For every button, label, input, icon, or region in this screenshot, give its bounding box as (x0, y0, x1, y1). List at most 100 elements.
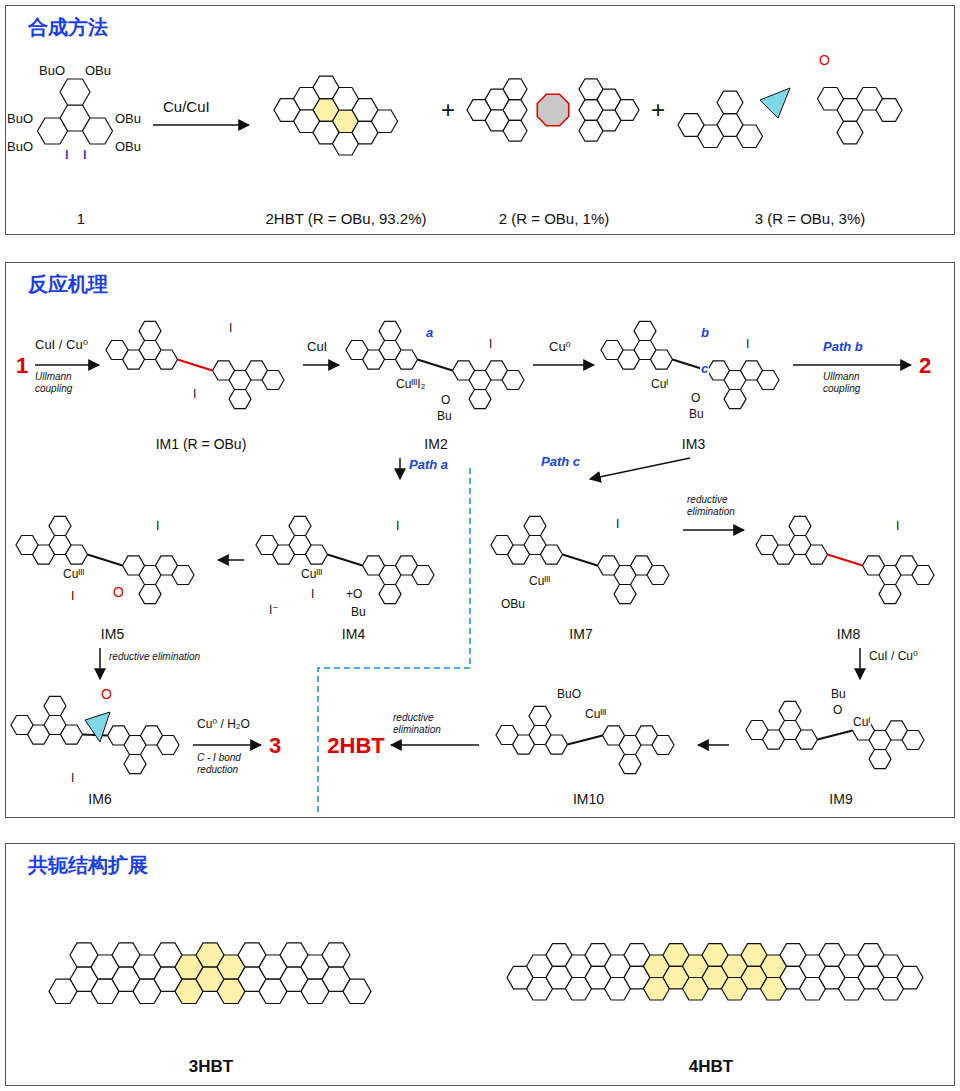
compound-label: IM2 (424, 436, 447, 452)
arrow-label: reductive elimination (108, 651, 201, 663)
atom-label: I (192, 388, 197, 402)
ring (322, 943, 350, 967)
atom-label: BuO (6, 112, 34, 127)
ring (756, 536, 778, 555)
ring (467, 100, 491, 121)
ring (652, 736, 674, 755)
ring (379, 321, 401, 340)
ring (902, 731, 924, 750)
compound-box: 2 (R = OBu, 1%) (459, 46, 649, 231)
spiro-triangle (85, 712, 110, 742)
ring (363, 556, 385, 575)
atom-label: O (832, 704, 843, 718)
ring (647, 566, 669, 585)
reaction-arrow (99, 648, 101, 679)
bond-line (328, 555, 363, 566)
ring (806, 545, 828, 564)
atom-label: + (650, 96, 666, 124)
compound-number: 3 (269, 733, 281, 759)
panel-heading: 合成方法 (28, 14, 108, 41)
compound-number: 2 (919, 353, 931, 379)
bond-line (88, 555, 123, 566)
section-panel: 反应机理1IM1 (R = OBu)IM2IM32IM4IM5IM63IM7IM… (5, 262, 955, 818)
ring (44, 696, 66, 715)
ring (601, 341, 623, 360)
compound-label: IM8 (837, 626, 860, 642)
atom-label: I (155, 520, 160, 534)
bond-line (418, 360, 453, 371)
atom-label: I⁻ (268, 604, 280, 618)
compound-number: 1 (16, 353, 28, 379)
compound-number: 1 (11, 351, 33, 381)
atom-label: O (818, 52, 831, 68)
compound-label: IM9 (829, 791, 852, 807)
ring (879, 585, 901, 604)
ring (156, 350, 178, 369)
reaction-arrow (303, 364, 339, 366)
compound-label: IM3 (682, 436, 705, 452)
compound-box: IM7 (481, 481, 681, 646)
ring (779, 701, 801, 720)
ring (139, 321, 161, 340)
ring (262, 371, 284, 390)
atom-label: Cuᴵ (650, 378, 669, 392)
atom-label: + (440, 96, 456, 124)
ring (49, 979, 77, 1003)
atom-label: I (228, 322, 233, 336)
atom-label: +O (345, 588, 363, 602)
atom-label: BuO (6, 140, 34, 155)
ring (469, 390, 491, 409)
reaction-arrow (698, 744, 729, 746)
section-panel: 合成方法12HBT (R = OBu, 93.2%)2 (R = OBu, 1%… (5, 5, 955, 235)
molecule-group (11, 76, 934, 1003)
arrow-label: CuI (306, 340, 328, 355)
ring (757, 371, 779, 390)
octagon-ring (537, 94, 568, 125)
atom-label: I (488, 338, 493, 352)
compound-number: 2 (913, 351, 937, 381)
compound-box: 3HBT (21, 881, 401, 1081)
atom-label: I (70, 772, 75, 786)
ring (651, 350, 673, 369)
compound-label: 3 (R = OBu, 3%) (755, 210, 865, 227)
atom-label: BuO (556, 688, 582, 702)
ring (139, 585, 161, 604)
ring (724, 390, 746, 409)
reaction-arrow (793, 364, 911, 366)
ring (546, 735, 568, 754)
atom-label: OBu (114, 140, 142, 155)
ring (746, 721, 768, 740)
ring (333, 88, 359, 111)
ring (274, 99, 300, 122)
ring (507, 966, 533, 989)
ring (83, 118, 113, 144)
arrow-label: reductive elimination (392, 712, 478, 735)
ring (708, 361, 730, 380)
arrow-label: CuI / Cu⁰ (868, 650, 919, 664)
reaction-arrow (533, 364, 594, 366)
ring (837, 121, 863, 144)
ring (524, 516, 546, 535)
ring (66, 545, 88, 564)
compound-box: 1 (11, 46, 151, 231)
reaction-arrow (218, 559, 244, 561)
compound-label: IM4 (342, 626, 365, 642)
compound-box: 3 (R = OBu, 3%) (669, 46, 951, 231)
ring (172, 566, 194, 585)
compound-box: IM1 (R = OBu) (101, 296, 301, 456)
arrow-label: Path a (408, 458, 449, 473)
ring (16, 536, 38, 555)
compound-box: 4HBT (471, 881, 951, 1081)
ring (634, 321, 656, 340)
ring (379, 585, 401, 604)
ring (157, 736, 179, 755)
ring (491, 536, 513, 555)
bond-line (568, 736, 603, 745)
atom-label: Cuᴵᴵᴵ (584, 708, 607, 722)
compound-box: IM5 (9, 481, 216, 646)
bond-line (818, 731, 853, 740)
atom-label: CuᴵᴵᴵI₂ (395, 378, 426, 392)
ring (60, 79, 90, 105)
ring (863, 556, 885, 575)
